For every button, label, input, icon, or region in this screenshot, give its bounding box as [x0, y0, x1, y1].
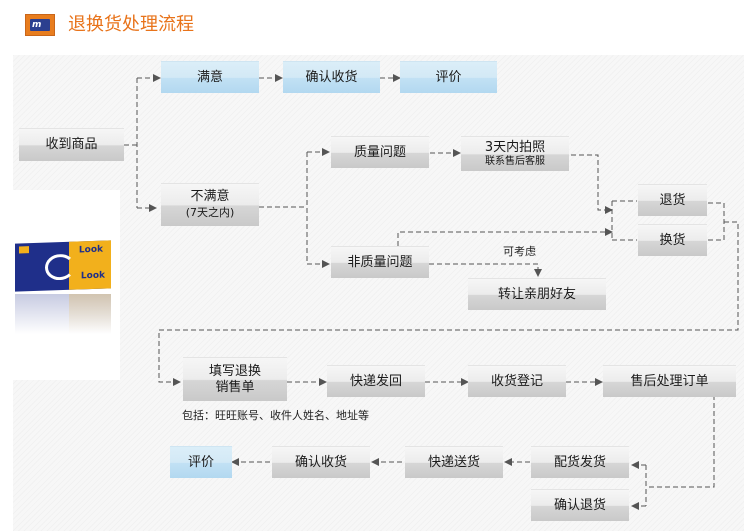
node-express-deliver: 快递送货: [405, 446, 503, 478]
node-sublabel: 联系售后客服: [485, 156, 545, 167]
node-aftersale-order: 售后处理订单: [603, 365, 736, 397]
node-label: 确认收货: [294, 454, 347, 470]
node-photo: 3天内拍照 联系售后客服: [461, 136, 569, 171]
node-ship-goods: 配货发货: [531, 446, 629, 478]
node-label: 评价: [435, 69, 462, 85]
node-sublabel: (7天之内): [185, 206, 235, 219]
node-label: 3天内拍照: [484, 140, 546, 155]
page-title: 退换货处理流程: [68, 14, 194, 35]
node-unsatisfied: 不满意 (7天之内): [161, 183, 259, 226]
node-label: 质量问题: [353, 144, 406, 160]
node-confirm-receipt-bottom: 确认收货: [272, 446, 370, 478]
fill-form-note: 包括：旺旺账号、收件人姓名、地址等: [182, 409, 369, 422]
product-reflection: [15, 294, 111, 334]
page-header: m 退换货处理流程: [0, 0, 744, 52]
node-label: 满意: [196, 69, 223, 85]
node-confirm-receipt-top: 确认收货: [283, 61, 380, 93]
node-label: 收货登记: [490, 373, 543, 389]
consider-label: 可考虑: [503, 245, 536, 258]
node-label: 确认收货: [305, 69, 358, 85]
node-label: 收到商品: [45, 137, 98, 152]
node-receipt-register: 收货登记: [468, 365, 566, 397]
node-label-line2: 销售单: [215, 379, 255, 395]
brand-logo: m: [25, 14, 55, 36]
node-review-bottom: 评价: [170, 446, 232, 478]
node-label: 不满意: [190, 189, 230, 204]
node-label: 快递送货: [427, 454, 480, 470]
node-label: 非质量问题: [347, 254, 413, 270]
brand-text-side: Look: [80, 270, 105, 282]
node-non-quality-issue: 非质量问题: [331, 246, 429, 278]
node-satisfied: 满意: [161, 61, 259, 93]
node-confirm-return: 确认退货: [531, 489, 629, 521]
node-fill-form: 填写退换 销售单: [183, 357, 287, 401]
node-return: 退货: [638, 184, 707, 216]
node-label: 填写退换: [208, 363, 261, 379]
product-box: Look Look: [15, 240, 111, 292]
node-label: 配货发货: [553, 454, 606, 470]
logo-text: m: [32, 20, 41, 30]
node-label: 售后处理订单: [630, 373, 709, 389]
node-label: 换货: [659, 232, 686, 248]
node-exchange: 换货: [638, 224, 707, 256]
brand-text: Look: [78, 244, 103, 256]
flow-canvas: [13, 55, 744, 531]
node-label: 快递发回: [349, 373, 402, 389]
node-received: 收到商品: [19, 128, 124, 161]
node-express-back: 快递发回: [327, 365, 425, 397]
node-label: 确认退货: [553, 497, 606, 513]
node-quality-issue: 质量问题: [331, 136, 429, 168]
node-label: 转让亲朋好友: [497, 286, 576, 302]
node-label: 评价: [187, 454, 214, 470]
node-label: 退货: [659, 192, 686, 208]
node-review-top: 评价: [400, 61, 497, 93]
product-image: Look Look: [8, 190, 120, 380]
node-transfer: 转让亲朋好友: [468, 278, 606, 310]
